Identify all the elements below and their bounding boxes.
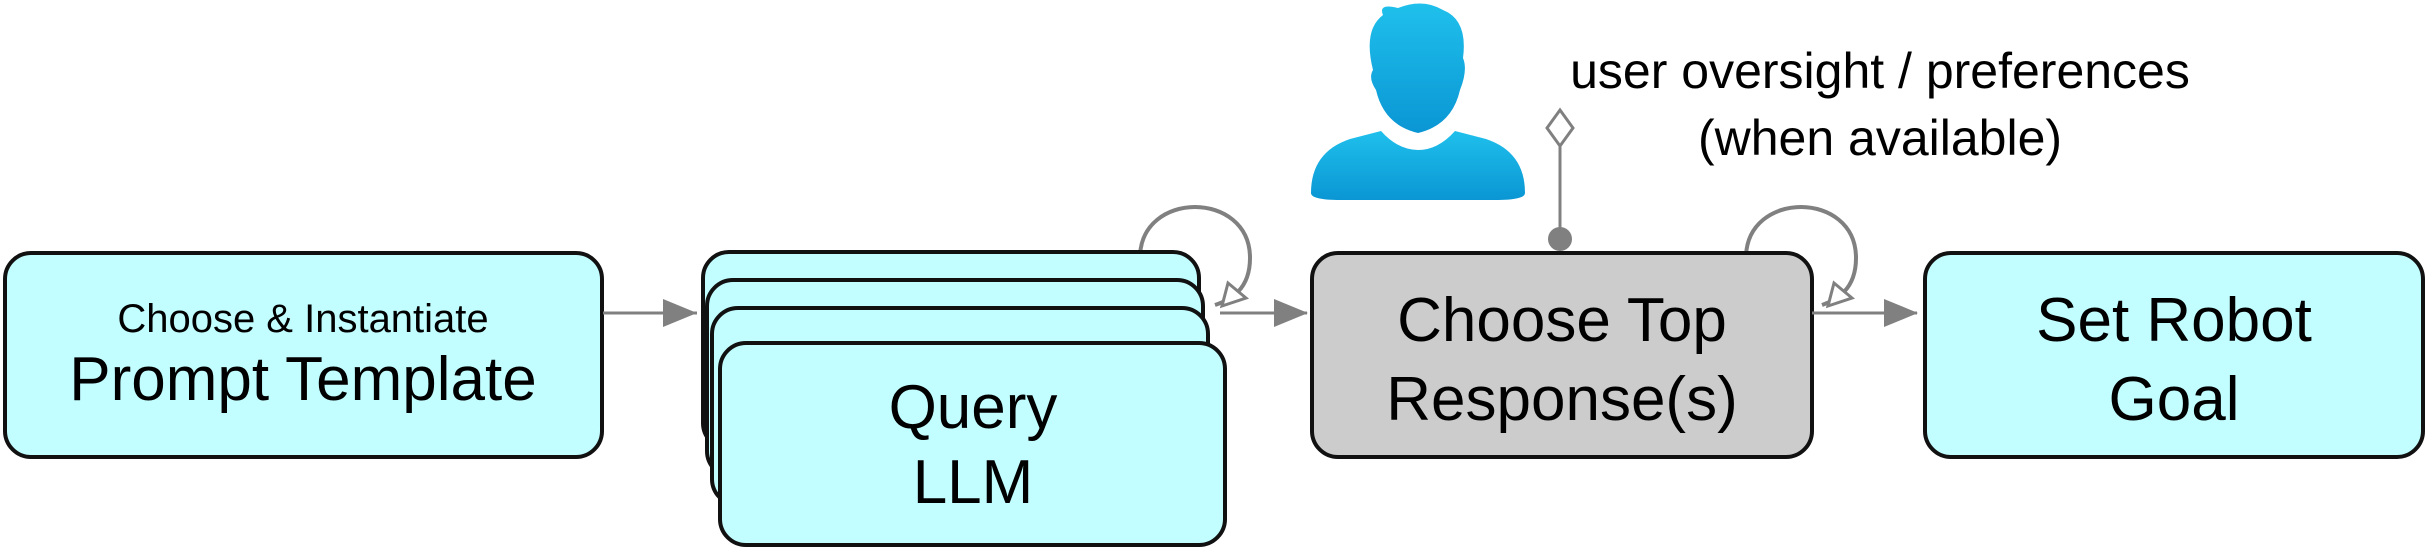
user-silhouette-icon bbox=[1311, 3, 1525, 200]
prompt-template-node: Choose & Instantiate Prompt Template bbox=[3, 251, 604, 459]
set-goal-line1: Set Robot bbox=[2036, 286, 2312, 355]
choose-top-line2: Response(s) bbox=[1386, 365, 1737, 434]
choose-top-line1: Choose Top bbox=[1397, 286, 1727, 355]
user-oversight-line2: (when available) bbox=[1698, 110, 2062, 166]
prompt-template-line1: Choose & Instantiate bbox=[117, 297, 488, 341]
arrow-query-to-choose-head bbox=[1274, 299, 1308, 327]
oversight-dot bbox=[1548, 227, 1572, 251]
oversight-connector bbox=[1545, 107, 1575, 251]
choose-self-loop-head bbox=[1825, 280, 1856, 309]
set-robot-goal-node: Set Robot Goal bbox=[1923, 251, 2425, 459]
user-oversight-line1: user oversight / preferences bbox=[1570, 43, 2190, 99]
prompt-template-line2: Prompt Template bbox=[69, 345, 537, 414]
arrow-choose-to-goal-head bbox=[1884, 299, 1918, 327]
oversight-diamond bbox=[1545, 107, 1575, 149]
query-self-loop-head bbox=[1219, 280, 1250, 309]
query-llm-line1: Query bbox=[889, 373, 1058, 442]
query-llm-line2: LLM bbox=[913, 448, 1034, 517]
query-llm-node: Query LLM bbox=[701, 205, 1253, 547]
choose-top-node: Choose Top Response(s) bbox=[1310, 205, 1859, 459]
set-goal-line2: Goal bbox=[2109, 365, 2240, 434]
arrow-prompt-to-query-head bbox=[663, 299, 697, 327]
query-stack-layer-4 bbox=[718, 341, 1227, 547]
